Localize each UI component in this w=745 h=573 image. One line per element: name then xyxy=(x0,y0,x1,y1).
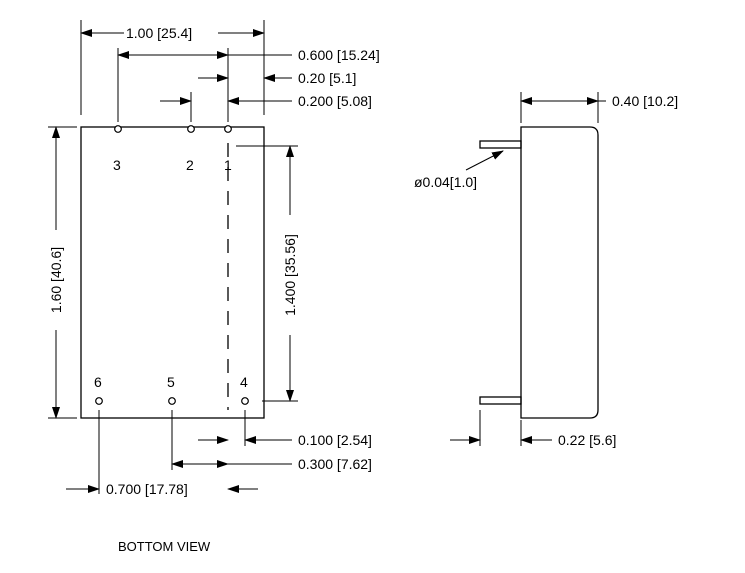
pin-6-label: 6 xyxy=(94,374,102,390)
view-caption: BOTTOM VIEW xyxy=(118,539,211,554)
leader-pin-diameter xyxy=(465,150,504,171)
pin-6-hole xyxy=(95,397,103,405)
dim-pin2-pin1-text: 0.200 [5.08] xyxy=(298,93,372,109)
pin-4-hole xyxy=(241,397,249,405)
dim-height-text: 1.60 [40.6] xyxy=(48,247,64,313)
pin-3-label: 3 xyxy=(113,157,121,173)
dim-pin1-offset-text: 0.20 [5.1] xyxy=(298,70,356,86)
dim-pin4-offset-text: 0.100 [2.54] xyxy=(298,432,372,448)
pin-3-hole xyxy=(114,125,122,133)
dim-pin-diameter-text: ø0.04[1.0] xyxy=(414,174,477,190)
pin-5-label: 5 xyxy=(167,374,175,390)
pin-1-hole xyxy=(224,125,232,133)
dim-depth-text: 0.40 [10.2] xyxy=(612,93,678,109)
side-pin-top xyxy=(479,140,522,149)
dim-row-spacing-text: 1.400 [35.56] xyxy=(282,234,298,316)
dim-overall-width-text: 1.00 [25.4] xyxy=(126,25,192,41)
dim-pin6-pin5-text: 0.700 [17.78] xyxy=(106,481,188,497)
pin-2-hole xyxy=(187,125,195,133)
side-pin-bottom xyxy=(479,396,522,405)
dim-pin3-pin1-text: 0.600 [15.24] xyxy=(298,47,380,63)
pin-4-label: 4 xyxy=(240,374,248,390)
dim-pin5-pin4-text: 0.300 [7.62] xyxy=(298,456,372,472)
pin-2-label: 2 xyxy=(186,157,194,173)
dim-pin-length-text: 0.22 [5.6] xyxy=(558,432,616,448)
pin-5-hole xyxy=(168,397,176,405)
module-body-side-view xyxy=(520,126,599,419)
pin-1-label: 1 xyxy=(224,157,232,173)
